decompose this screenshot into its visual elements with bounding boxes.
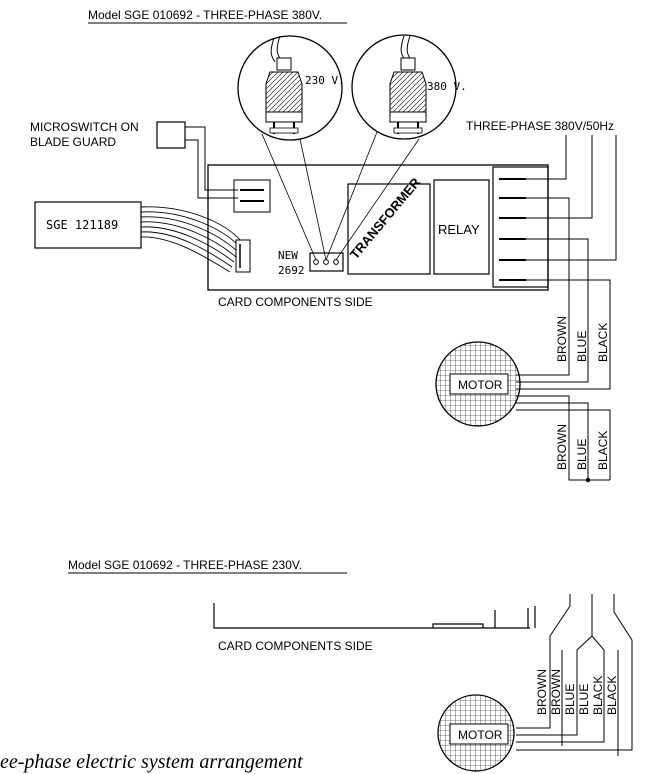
wire-label-brown-top: BROWN [555,316,569,362]
connector-leaders [261,131,420,261]
new-label: NEW [278,249,298,262]
microswitch-label-line1: MICROSWITCH ON [30,120,139,134]
card-components-side-label-380: CARD COMPONENTS SIDE [218,295,373,309]
wire-label-230-blue-1: BLUE [563,684,577,715]
sge-board-label: SGE 121189 [46,218,118,232]
connector-380v-label: 380 V. [427,80,467,93]
wire-label-230-black-1: BLACK [591,676,605,715]
card-components-side-label-230: CARD COMPONENTS SIDE [218,639,373,653]
motor-230v [437,694,515,772]
ribbon-cable [140,206,243,273]
power-wires-230 [516,594,633,756]
microswitch-connector [233,179,271,213]
card-board-230 [213,603,536,629]
wire-label-230-brown-1: BROWN [535,669,549,715]
microswitch-box [156,121,186,149]
connector-230v-label: 230 V. [305,74,345,87]
star-junction [585,477,591,483]
wire-label-blue-bottom: BLUE [575,439,589,470]
voltage-jumper [309,252,344,272]
wire-label-230-blue-2: BLUE [577,684,591,715]
power-supply-label: THREE-PHASE 380V/50Hz [466,119,614,133]
terminal-contacts [499,178,526,281]
wire-label-black-top: BLACK [596,323,610,362]
wire-label-230-black-2: BLACK [605,676,619,715]
title-380v: Model SGE 010692 - THREE-PHASE 380V. [88,8,322,22]
microswitch-wires [185,126,238,199]
motor-380v [435,341,521,427]
wire-label-brown-bottom: BROWN [555,424,569,470]
motor-wires-top [516,197,611,390]
motor-label-380: MOTOR [458,378,503,392]
relay-label: RELAY [438,222,480,237]
wire-label-black-bottom: BLACK [596,431,610,470]
terminal-block [492,166,549,288]
title-230v: Model SGE 010692 - THREE-PHASE 230V. [68,558,302,572]
microswitch-label-line2: BLADE GUARD [30,135,116,149]
ribbon-connector [235,239,251,273]
figure-caption: ee-phase electric system arrangement [0,751,303,773]
transformer-box [347,183,431,275]
sge-board-box [34,201,142,249]
motor-label-230: MOTOR [458,728,503,742]
wire-label-blue-top: BLUE [575,331,589,362]
connector-230v-detail [237,35,343,141]
board-number: 2692 [278,264,305,277]
relay-box [433,179,490,275]
transformer-label: TRANSFORMER [347,174,424,262]
connector-380v-detail [351,34,457,140]
wire-label-230-brown-2: BROWN [549,669,563,715]
power-input-wires [526,135,617,261]
